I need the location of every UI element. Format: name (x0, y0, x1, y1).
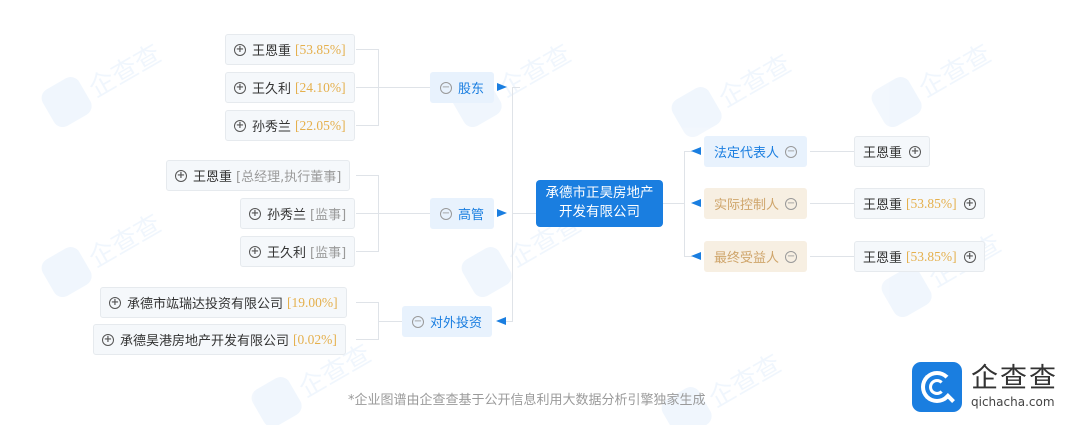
category-investments[interactable]: − 对外投资 (402, 306, 493, 337)
investment-percent: [19.00%] (287, 294, 338, 310)
collapse-icon[interactable]: − (412, 315, 424, 328)
shareholder-percent: [53.85%] (295, 41, 346, 57)
brand-name: 企查查 (971, 363, 1058, 394)
category-label: 高管 (458, 208, 485, 223)
category-actual-controller[interactable]: 实际控制人 − (704, 188, 808, 219)
category-label: 最终受益人 (714, 251, 780, 266)
collapse-icon[interactable]: − (785, 145, 798, 158)
legal-representative-node[interactable]: 王恩重 + (854, 136, 931, 167)
collapse-icon[interactable]: − (785, 250, 798, 263)
expand-icon[interactable]: + (234, 119, 246, 132)
investment-node[interactable]: + 承德昊港房地产开发有限公司 [0.02%] (93, 324, 346, 355)
executive-name: 孙秀兰 (267, 208, 307, 223)
executive-role: [监事] (310, 208, 347, 223)
watermark: 企查查 (657, 341, 788, 425)
shareholder-node[interactable]: + 孙秀兰 [22.05%] (225, 110, 355, 141)
expand-icon[interactable]: + (249, 207, 261, 220)
executive-node[interactable]: + 王久利 [监事] (240, 236, 356, 267)
footer-disclaimer: *企业图谱由企查查基于公开信息利用大数据分析引擎独家生成 (348, 393, 706, 408)
investment-name: 承德市竑瑞达投资有限公司 (127, 297, 284, 312)
shareholder-name: 王恩重 (252, 44, 292, 59)
person-percent: [53.85%] (906, 248, 957, 264)
collapse-icon[interactable]: − (440, 207, 452, 220)
category-label: 股东 (458, 82, 485, 97)
watermark: 企查查 (867, 31, 998, 131)
ultimate-beneficiary-node[interactable]: 王恩重 [53.85%] + (854, 241, 985, 272)
collapse-icon[interactable]: − (440, 81, 452, 94)
arrow-left-icon (691, 147, 701, 155)
watermark: 企查查 (37, 31, 168, 131)
center-company-node[interactable]: 承德市正昊房地产 开发有限公司 (536, 180, 663, 227)
executive-name: 王久利 (267, 246, 307, 261)
category-executives[interactable]: − 高管 (430, 198, 495, 229)
expand-icon[interactable]: + (234, 81, 246, 94)
person-percent: [53.85%] (906, 195, 957, 211)
arrow-right-icon (497, 209, 507, 217)
expand-icon[interactable]: + (909, 145, 922, 158)
category-label: 法定代表人 (714, 146, 780, 161)
company-name-line2: 开发有限公司 (559, 204, 640, 220)
category-label: 对外投资 (430, 316, 483, 331)
expand-icon[interactable]: + (234, 43, 246, 56)
category-ultimate-beneficiary[interactable]: 最终受益人 − (704, 241, 808, 272)
person-name: 王恩重 (863, 146, 903, 161)
investment-percent: [0.02%] (293, 331, 337, 347)
arrow-left-icon (691, 252, 701, 260)
watermark: 企查查 (37, 201, 168, 301)
shareholder-percent: [22.05%] (295, 117, 346, 133)
executive-node[interactable]: + 孙秀兰 [监事] (240, 198, 356, 229)
person-name: 王恩重 (863, 198, 903, 213)
expand-icon[interactable]: + (175, 169, 187, 182)
watermark: 企查查 (667, 41, 798, 141)
collapse-icon[interactable]: − (785, 197, 798, 210)
shareholder-node[interactable]: + 王恩重 [53.85%] (225, 34, 355, 65)
actual-controller-node[interactable]: 王恩重 [53.85%] + (854, 188, 985, 219)
expand-icon[interactable]: + (963, 250, 976, 263)
arrow-right-icon (497, 83, 507, 91)
shareholder-name: 孙秀兰 (252, 120, 292, 135)
expand-icon[interactable]: + (249, 245, 261, 258)
investment-node[interactable]: + 承德市竑瑞达投资有限公司 [19.00%] (100, 287, 347, 318)
arrow-left-icon (691, 199, 701, 207)
category-label: 实际控制人 (714, 198, 780, 213)
person-name: 王恩重 (863, 251, 903, 266)
executive-role: [监事] (310, 246, 347, 261)
expand-icon[interactable]: + (963, 197, 976, 210)
category-legal-representative[interactable]: 法定代表人 − (704, 136, 808, 167)
brand-logo: 企查查 qichacha.com (912, 362, 1058, 412)
qichacha-logo-icon (912, 362, 962, 412)
executive-role: [总经理,执行董事] (236, 170, 342, 185)
investment-name: 承德昊港房地产开发有限公司 (120, 334, 290, 349)
shareholder-node[interactable]: + 王久利 [24.10%] (225, 72, 355, 103)
executive-name: 王恩重 (193, 170, 233, 185)
company-name-line1: 承德市正昊房地产 (545, 185, 654, 201)
brand-url: qichacha.com (971, 395, 1055, 409)
expand-icon[interactable]: + (102, 333, 114, 346)
shareholder-name: 王久利 (252, 82, 292, 97)
expand-icon[interactable]: + (109, 296, 121, 309)
executive-node[interactable]: + 王恩重 [总经理,执行董事] (166, 160, 351, 191)
shareholder-percent: [24.10%] (295, 79, 346, 95)
category-shareholders[interactable]: − 股东 (430, 72, 495, 103)
arrow-left-icon (496, 317, 506, 325)
